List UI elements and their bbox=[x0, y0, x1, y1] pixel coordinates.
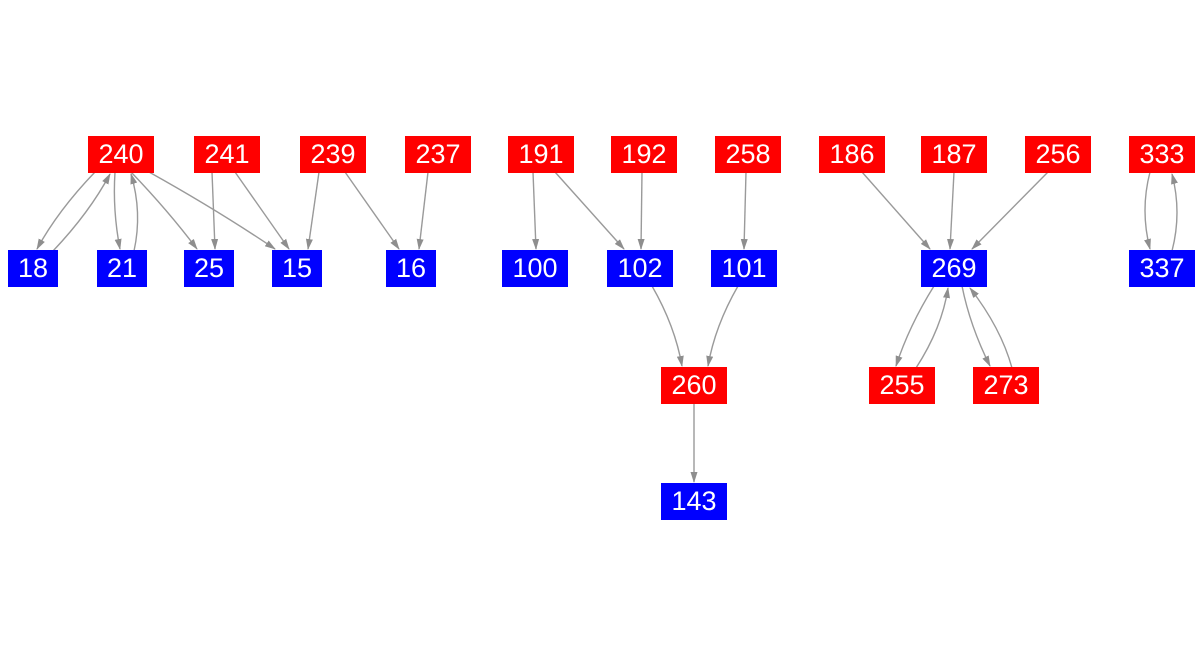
edge-240-18 bbox=[36, 171, 96, 250]
node-191: 191 bbox=[508, 136, 574, 173]
edge-21-240 bbox=[130, 173, 139, 252]
edge-192-102 bbox=[637, 171, 645, 250]
node-label: 337 bbox=[1139, 253, 1185, 283]
node-label: 187 bbox=[931, 139, 977, 169]
edge-241-15 bbox=[234, 171, 290, 250]
node-258: 258 bbox=[715, 136, 781, 173]
node-label: 100 bbox=[512, 253, 558, 283]
node-256: 256 bbox=[1025, 136, 1091, 173]
edge-191-102 bbox=[554, 171, 625, 250]
node-102: 102 bbox=[607, 250, 673, 287]
node-143: 143 bbox=[661, 483, 727, 520]
edge-240-25 bbox=[130, 171, 198, 250]
node-label: 192 bbox=[621, 139, 667, 169]
node-label: 258 bbox=[725, 139, 771, 169]
edge-241-25 bbox=[211, 171, 219, 250]
node-label: 191 bbox=[518, 139, 564, 169]
node-333: 333 bbox=[1129, 136, 1195, 173]
edge-191-100 bbox=[532, 171, 540, 250]
node-label: 18 bbox=[17, 253, 49, 283]
node-255: 255 bbox=[869, 367, 935, 404]
node-label: 240 bbox=[98, 139, 144, 169]
node-240: 240 bbox=[88, 136, 154, 173]
node-label: 255 bbox=[879, 370, 925, 400]
node-label: 25 bbox=[193, 253, 225, 283]
edge-258-101 bbox=[740, 171, 748, 250]
edge-256-269 bbox=[971, 171, 1049, 250]
node-label: 102 bbox=[617, 253, 663, 283]
edge-269-255 bbox=[895, 285, 935, 367]
edge-18-240 bbox=[52, 173, 111, 252]
edge-333-337 bbox=[1144, 171, 1151, 250]
node-label: 273 bbox=[983, 370, 1029, 400]
edge-337-333 bbox=[1171, 173, 1178, 252]
node-269: 269 bbox=[921, 250, 987, 287]
node-187: 187 bbox=[921, 136, 987, 173]
node-label: 186 bbox=[829, 139, 875, 169]
node-237: 237 bbox=[405, 136, 471, 173]
edge-239-16 bbox=[344, 171, 400, 250]
node-241: 241 bbox=[194, 136, 260, 173]
edge-240-21 bbox=[113, 171, 122, 250]
edge-269-273 bbox=[961, 285, 991, 367]
edge-237-16 bbox=[416, 171, 429, 250]
node-label: 16 bbox=[395, 253, 427, 283]
node-label: 269 bbox=[931, 253, 977, 283]
node-100: 100 bbox=[502, 250, 568, 287]
edge-273-269 bbox=[969, 287, 1013, 369]
node-239: 239 bbox=[300, 136, 366, 173]
node-21: 21 bbox=[97, 250, 147, 287]
node-18: 18 bbox=[8, 250, 58, 287]
edge-186-269 bbox=[861, 171, 931, 250]
node-label: 101 bbox=[721, 253, 767, 283]
node-337: 337 bbox=[1129, 250, 1195, 287]
node-label: 256 bbox=[1035, 139, 1081, 169]
edges-group bbox=[36, 171, 1178, 483]
node-273: 273 bbox=[973, 367, 1039, 404]
node-label: 237 bbox=[415, 139, 461, 169]
node-101: 101 bbox=[711, 250, 777, 287]
node-label: 15 bbox=[281, 253, 313, 283]
edge-187-269 bbox=[947, 171, 955, 250]
node-label: 143 bbox=[671, 486, 717, 516]
node-label: 239 bbox=[310, 139, 356, 169]
node-260: 260 bbox=[661, 367, 727, 404]
node-25: 25 bbox=[184, 250, 234, 287]
edge-239-15 bbox=[305, 171, 320, 250]
edge-101-260 bbox=[706, 285, 739, 367]
node-label: 260 bbox=[671, 370, 717, 400]
node-186: 186 bbox=[819, 136, 885, 173]
node-16: 16 bbox=[386, 250, 436, 287]
node-label: 21 bbox=[106, 253, 138, 283]
node-15: 15 bbox=[272, 250, 322, 287]
node-192: 192 bbox=[611, 136, 677, 173]
edge-255-269 bbox=[915, 287, 950, 369]
node-label: 241 bbox=[204, 139, 250, 169]
edge-240-15 bbox=[148, 171, 276, 250]
edge-102-260 bbox=[651, 285, 684, 367]
node-label: 333 bbox=[1139, 139, 1185, 169]
